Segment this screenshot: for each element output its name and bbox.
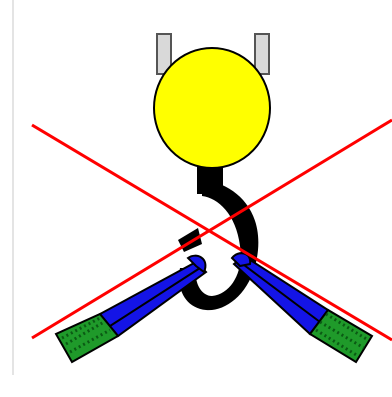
pulley-block xyxy=(154,48,270,168)
rope-right xyxy=(255,34,269,74)
